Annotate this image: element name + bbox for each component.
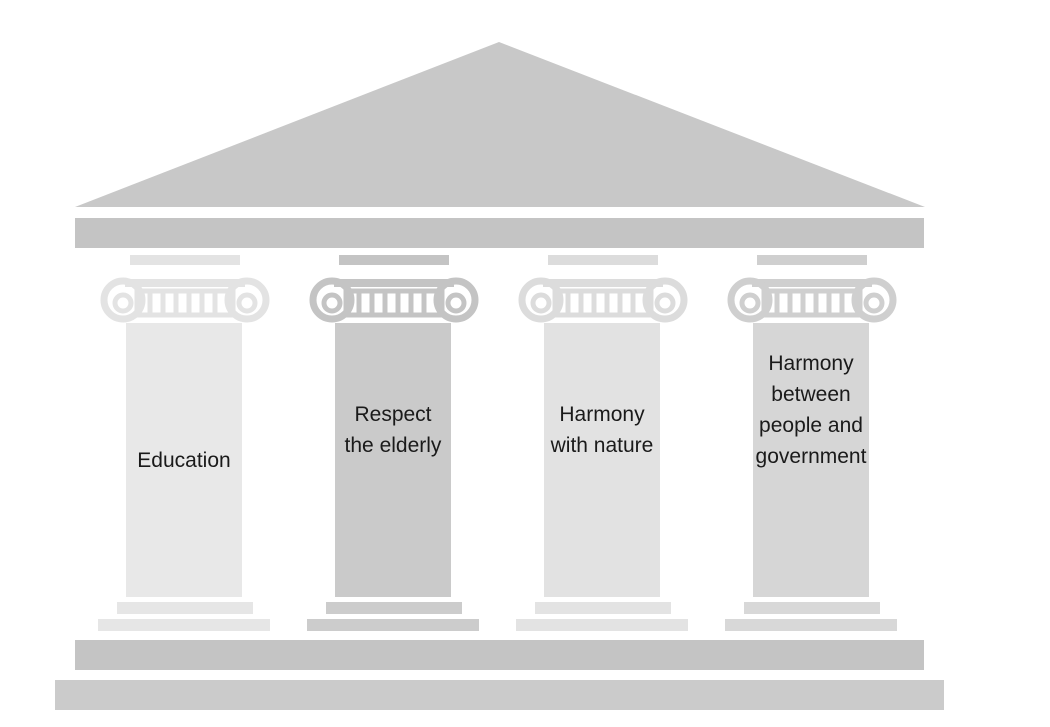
pillar-capital-icon (516, 255, 688, 631)
pillar-shaft: Education (126, 323, 242, 597)
pillar-4: Harmony between people and government (722, 255, 902, 635)
pillar-label: Education (137, 448, 231, 472)
pillar-label: Respect the elderly (344, 403, 442, 457)
pillar-label: Harmony between people and government (755, 352, 867, 468)
pillar-shaft: Harmony between people and government (753, 323, 869, 597)
pillar-2: Respect the elderly (304, 255, 484, 635)
pillar-shaft: Harmony with nature (544, 323, 660, 597)
pillar-capital-icon (725, 255, 897, 631)
temple-base-upper-step (75, 640, 924, 670)
pillar-3: Harmony with nature (513, 255, 693, 635)
temple-base-lower-step (55, 680, 944, 710)
pillar-capital-icon (307, 255, 479, 631)
pillar-1: Education (95, 255, 275, 635)
pillar-shaft: Respect the elderly (335, 323, 451, 597)
temple-entablature (75, 218, 924, 248)
pillar-label: Harmony with nature (550, 403, 654, 457)
pillar-capital-icon (98, 255, 270, 631)
